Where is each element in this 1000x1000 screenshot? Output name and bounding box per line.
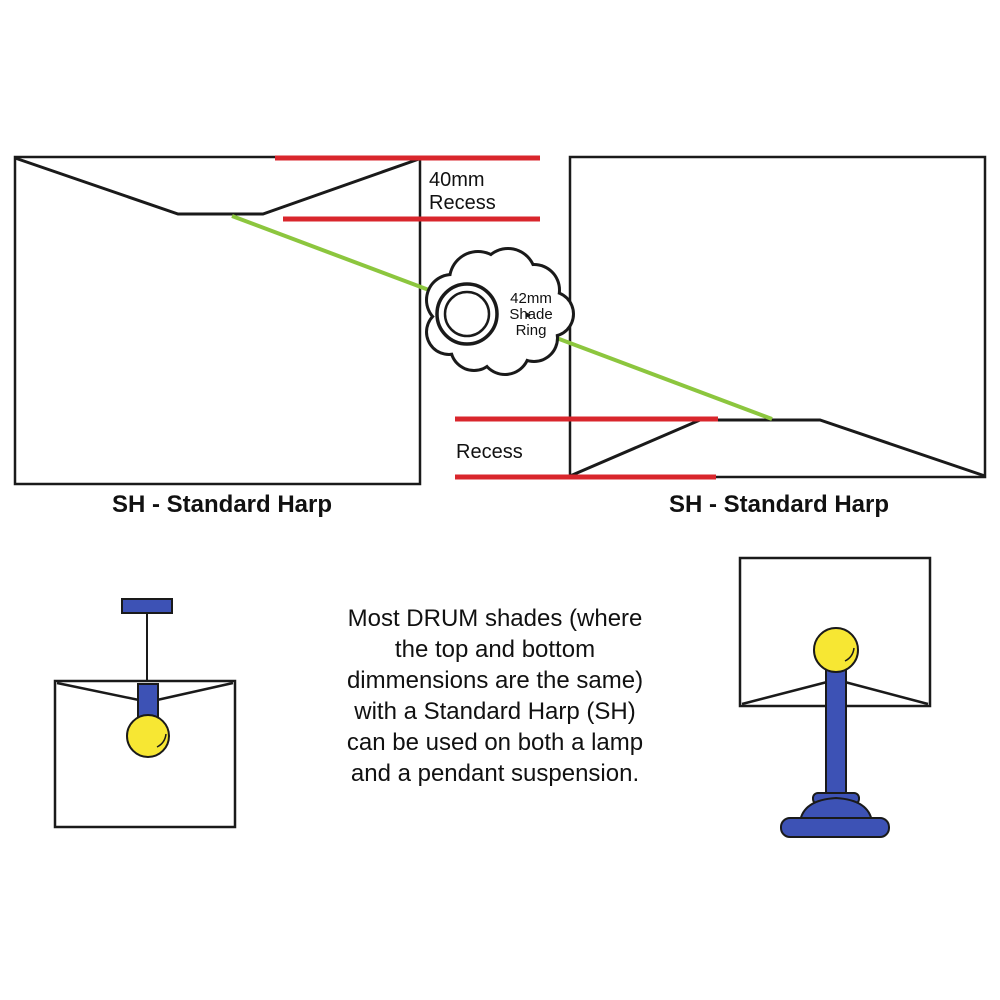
left-recess-label-line2: Recess bbox=[429, 192, 496, 214]
lamp-bulb-highlight bbox=[844, 647, 855, 662]
right-recess-label: Recess bbox=[456, 441, 523, 463]
shade-ring-label-line1: 42mm bbox=[510, 290, 552, 307]
description-text: Most DRUM shades (where the top and bott… bbox=[305, 603, 685, 789]
shade-ring-label-line3: Ring bbox=[516, 322, 547, 339]
lamp-bulb bbox=[813, 627, 859, 673]
left-shade-outline bbox=[13, 155, 422, 486]
pendant-bulb-highlight bbox=[156, 733, 167, 748]
pendant-shade-left-slope bbox=[56, 681, 140, 702]
table-lamp-illustration bbox=[738, 556, 932, 838]
left-shade-caption: SH - Standard Harp bbox=[112, 491, 332, 518]
lamp-column bbox=[825, 667, 847, 807]
right-shade-outline bbox=[568, 155, 987, 479]
ceiling-mount bbox=[121, 598, 173, 614]
description-line: with a Standard Harp (SH) bbox=[354, 698, 636, 725]
description-line: the top and bottom bbox=[394, 636, 596, 663]
shade-ring-inner-edge bbox=[443, 290, 491, 338]
description-line: dimmensions are the same) bbox=[346, 667, 644, 694]
left-shade-recess-profile bbox=[14, 156, 420, 216]
shade-ring-cloud-callout: 42mm Shade Ring bbox=[425, 247, 575, 376]
pendant-shade-right-slope bbox=[156, 681, 234, 702]
shade-ring-label-line2: Shade bbox=[509, 306, 552, 323]
table-shade-right-slope bbox=[840, 679, 929, 706]
right-shade-recess-profile bbox=[569, 418, 986, 478]
description-line: Most DRUM shades (where bbox=[347, 605, 643, 632]
pendant-socket bbox=[137, 683, 159, 718]
description-line: and a pendant suspension. bbox=[350, 760, 640, 787]
pendant-bulb bbox=[126, 714, 170, 758]
lamp-base-plinth bbox=[780, 817, 890, 838]
left-shade-diagram bbox=[13, 155, 422, 486]
pendant-lamp-illustration bbox=[53, 598, 237, 829]
left-recess-label-line1: 40mm bbox=[429, 169, 485, 191]
description-line: can be used on both a lamp bbox=[346, 729, 644, 756]
lamp-base-dome bbox=[798, 796, 874, 823]
table-shade-left-slope bbox=[741, 679, 832, 706]
right-shade-diagram bbox=[568, 155, 987, 479]
right-shade-caption: SH - Standard Harp bbox=[669, 491, 889, 518]
